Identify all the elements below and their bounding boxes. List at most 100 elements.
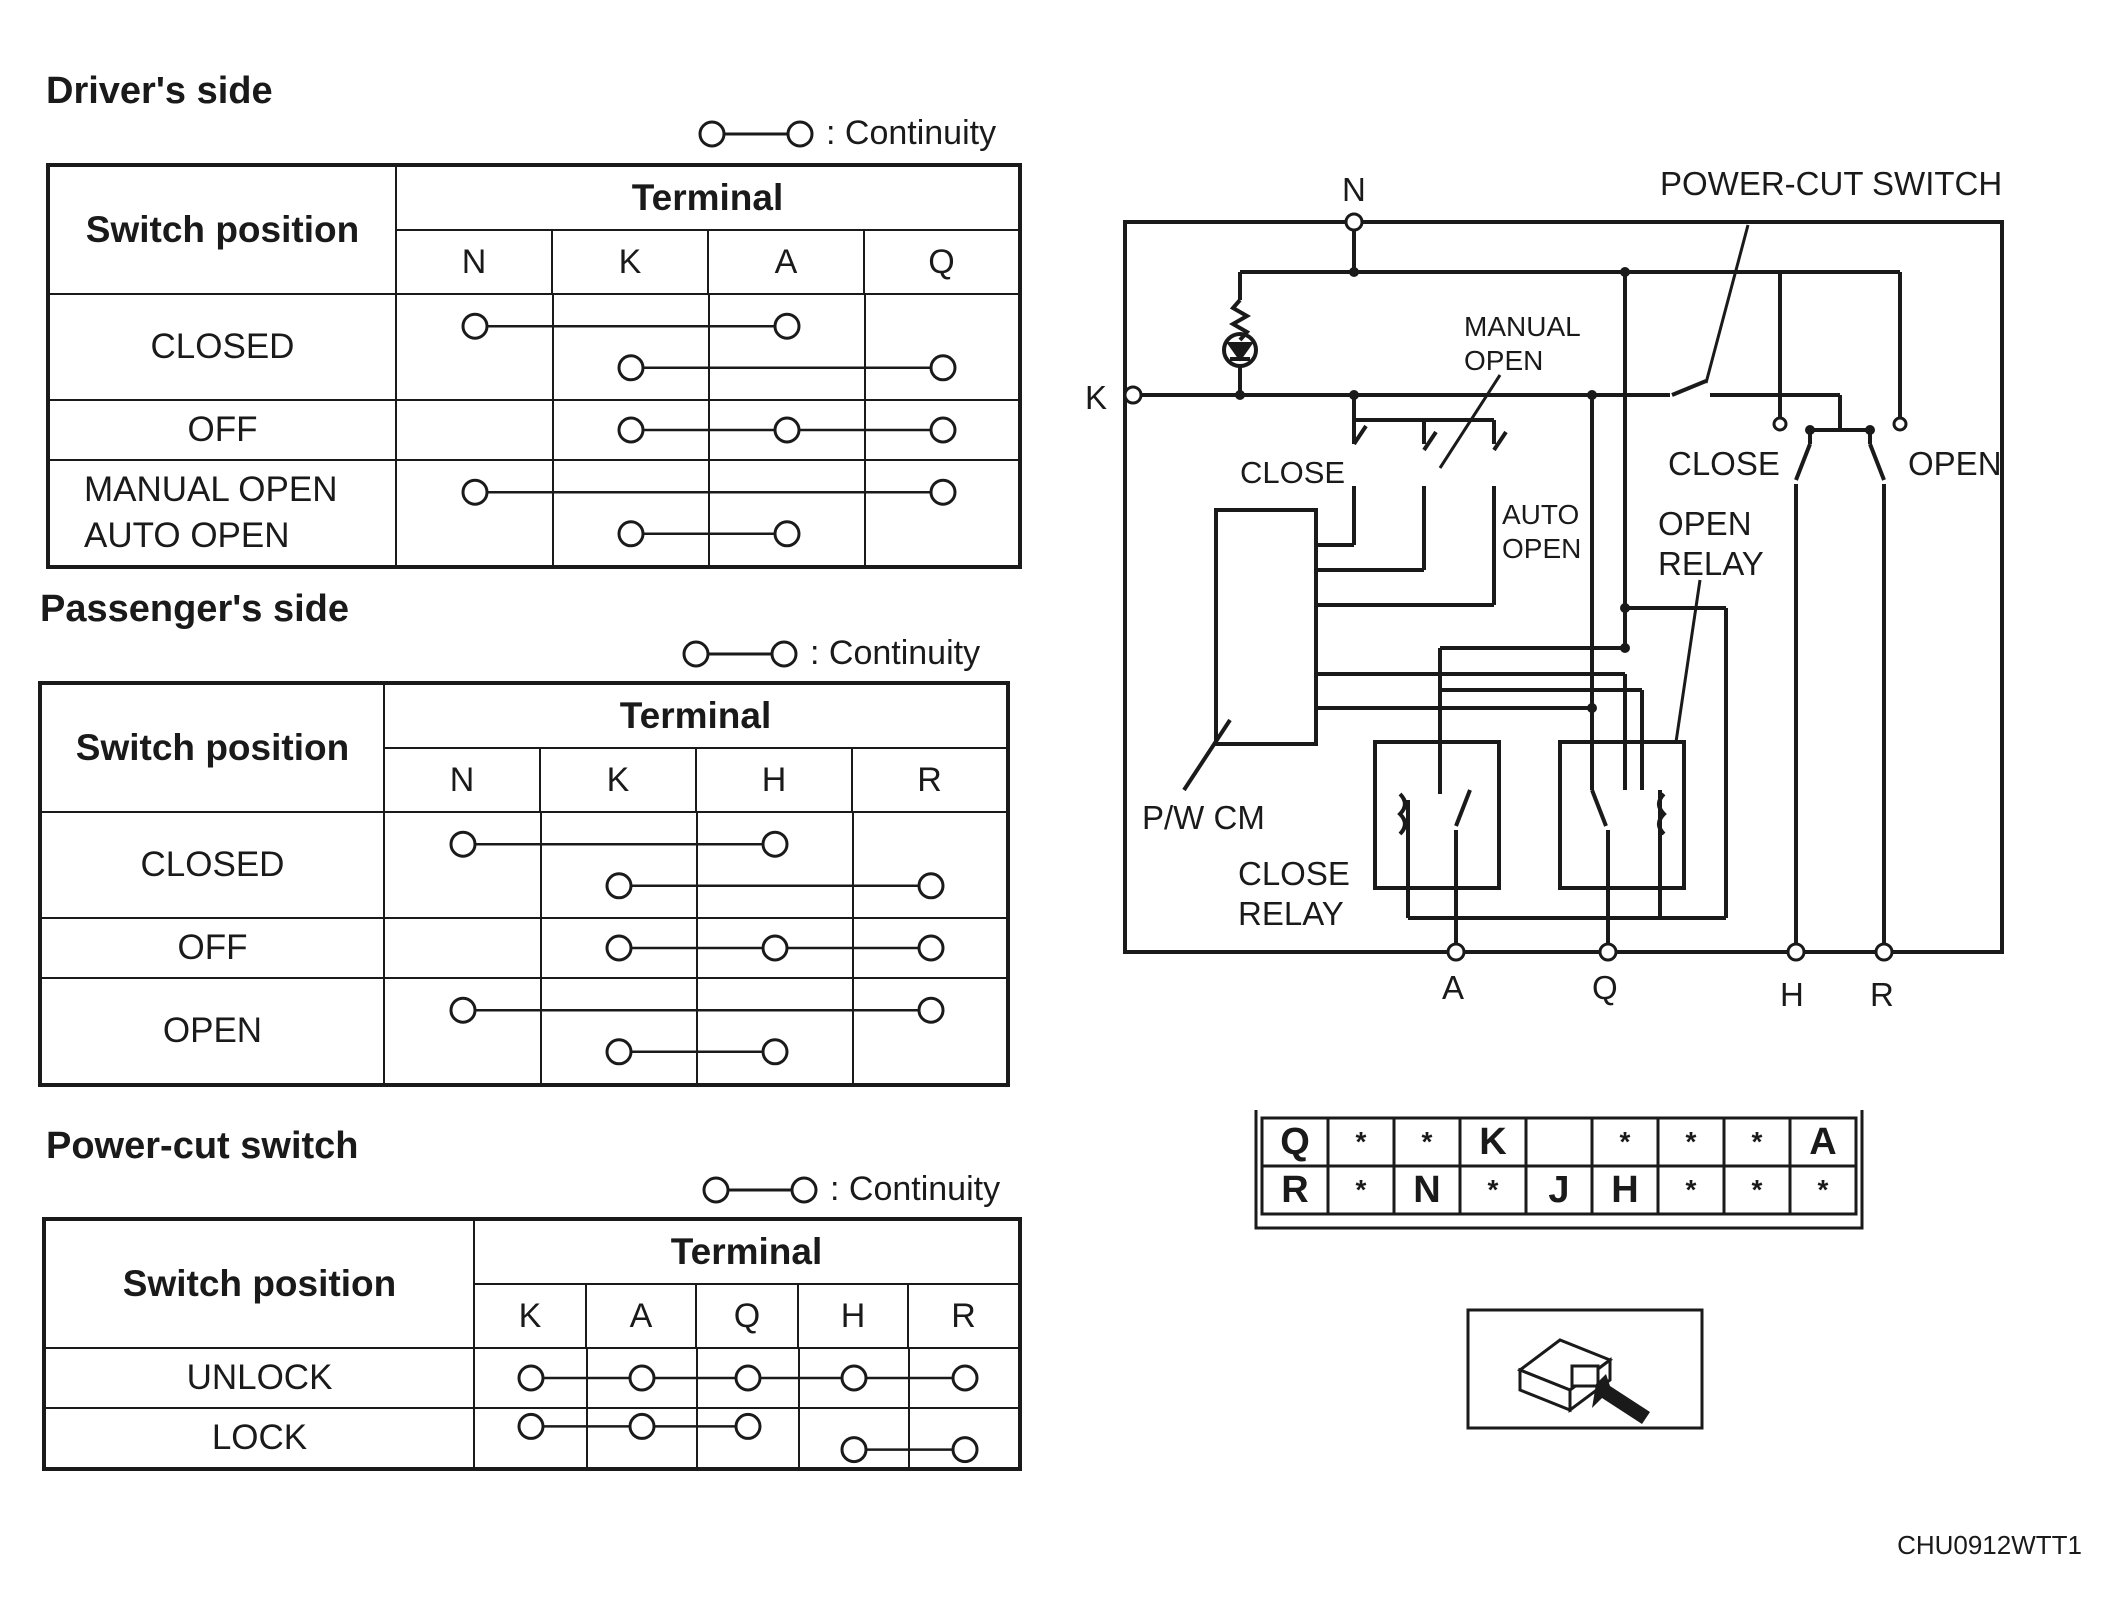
continuity-symbol-icon [702,1176,818,1203]
terminal-q-node [1598,942,1618,962]
switch-position-label: OFF [47,399,397,461]
connector-pin: * [1487,1174,1499,1205]
connector-pin: * [1619,1126,1631,1157]
connector-view-box [1466,1308,1704,1430]
switch-position-header: Switch position [39,682,385,813]
passengers-side-title: Passenger's side [40,588,349,630]
connector-pin: * [1751,1126,1763,1157]
terminal-r-label: R [1870,976,1894,1013]
open-relay [1558,740,1686,890]
connector-face [1254,1110,1864,1230]
terminal-column-h: H [695,747,853,813]
terminal-column-k: K [551,229,709,295]
switch-position-header: Switch position [47,164,397,295]
connector-pin: * [1817,1174,1829,1205]
terminal-column-r: R [907,1283,1021,1349]
switch-position-label: CLOSED [47,293,397,401]
table-row: LOCK [43,1407,1021,1470]
close-relay-label: CLOSE RELAY [1238,855,1350,932]
terminal-k-node [1123,385,1143,405]
continuity-legend-powercut: : Continuity [700,1170,1000,1209]
power-cut-switch-label: POWER-CUT SWITCH [1660,165,2003,202]
terminal-r-node [1874,942,1894,962]
connector-pin: * [1685,1126,1697,1157]
connector-pin: * [1685,1174,1697,1205]
continuity-legend-passenger: : Continuity [680,634,980,673]
table-row: MANUAL OPEN AUTO OPEN [47,459,1021,568]
terminal-h-label: H [1780,976,1804,1013]
switch-position-label: CLOSED [39,811,385,919]
terminal-column-h: H [797,1283,909,1349]
connector-pin: H [1611,1168,1639,1211]
terminal-column-a: A [707,229,865,295]
figure-code: CHU0912WTT1 [1897,1530,2082,1560]
table-row: OFF [39,917,1009,979]
connector-pin: A [1809,1120,1837,1163]
power-cut-switch-contact [1671,379,1707,397]
terminal-header: Terminal [473,1218,1021,1285]
terminal-h-node [1786,942,1806,962]
legend-text: : Continuity [830,1170,1001,1208]
terminal-header: Terminal [395,164,1021,231]
switch-position-header: Switch position [43,1218,475,1349]
table-row: OPEN [39,977,1009,1086]
open-right-label: OPEN [1908,445,2002,482]
open-relay-label: OPEN RELAY [1658,505,1764,582]
pwcm-module [1214,508,1318,746]
continuity-cell [383,917,1009,979]
connector-pin: K [1479,1120,1507,1163]
close-relay [1373,740,1501,890]
connector-pin: * [1355,1174,1367,1205]
manual-open-label: MANUAL OPEN [1464,311,1581,376]
connector-pin: J [1548,1168,1570,1211]
connector-pin [1526,1118,1592,1166]
continuity-legend-driver: : Continuity [696,114,996,153]
legend-text: : Continuity [826,114,997,152]
switch-position-label: OPEN [39,977,385,1086]
terminal-column-n: N [395,229,553,295]
auto-open-label: AUTO OPEN [1502,499,1582,564]
continuity-symbol-icon [682,640,798,667]
terminal-header: Terminal [383,682,1009,749]
terminal-n-label: N [1342,171,1366,208]
switch-position-label: MANUAL OPEN AUTO OPEN [47,459,397,568]
arrow-icon [1592,1374,1650,1424]
power-cut-switch-title: Power-cut switch [46,1125,359,1167]
switch-position-label: OFF [39,917,385,979]
terminal-column-q: Q [695,1283,799,1349]
terminal-column-k: K [539,747,697,813]
terminal-n-node [1344,212,1364,232]
close-relay-coil [1397,792,1407,836]
pwcm-label: P/W CM [1142,799,1265,836]
terminal-column-a: A [585,1283,697,1349]
switch-position-label: LOCK [43,1407,475,1470]
connector-pin: * [1355,1126,1367,1157]
connector-pin: Q [1280,1120,1310,1163]
connector-pin: R [1281,1168,1309,1211]
table-row: CLOSED [47,293,1021,401]
continuity-symbol-icon [698,120,814,147]
connector-pin: * [1421,1126,1433,1157]
open-relay-coil [1657,792,1667,836]
legend-text: : Continuity [810,634,981,672]
close-right-label: CLOSE [1668,445,1780,482]
terminal-column-q: Q [863,229,1021,295]
terminal-k-label: K [1085,379,1108,416]
continuity-cell [383,811,1009,919]
drivers-side-title: Driver's side [46,70,273,112]
continuity-cell [395,293,1021,401]
table-row: CLOSED [39,811,1009,919]
circuit-enclosure [1123,220,2004,954]
connector-icon [1516,1338,1614,1413]
connector-pin: * [1751,1174,1763,1205]
terminal-a-label: A [1442,969,1465,1006]
switch-position-label: UNLOCK [43,1347,475,1409]
terminal-column-r: R [851,747,1009,813]
terminal-q-label: Q [1592,969,1618,1006]
close-left-label: CLOSE [1240,455,1346,490]
